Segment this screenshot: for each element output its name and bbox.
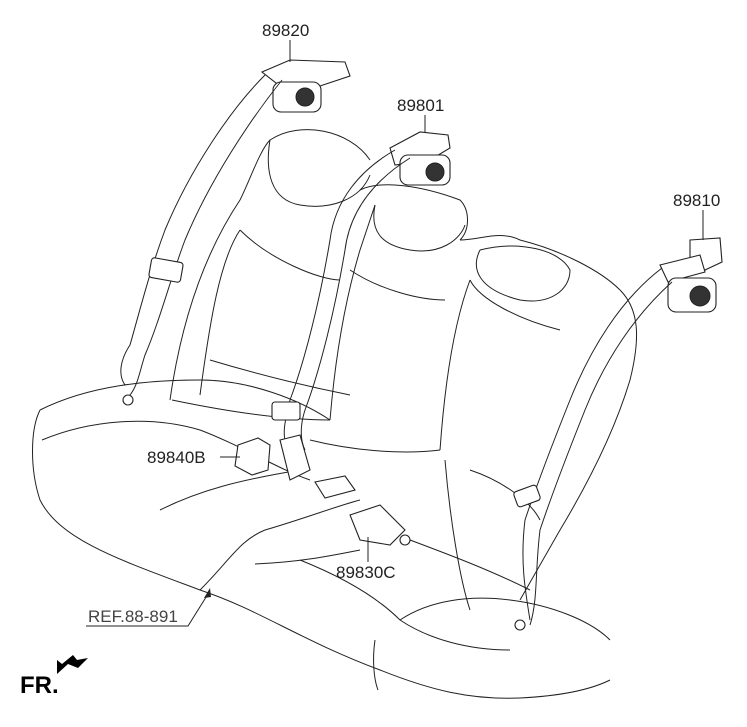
front-direction-label: FR. [20, 672, 59, 699]
part-label-89801: 89801 [397, 96, 445, 115]
reference-label: REF.88-891 [88, 607, 178, 626]
seat-belt-89820 [120, 59, 351, 406]
seat-belt-89801 [271, 131, 451, 546]
part-label-89830c: 89830C [336, 563, 396, 582]
seat-cushion [32, 379, 611, 699]
arrow-icon [57, 655, 88, 674]
part-label-89820: 89820 [262, 21, 310, 40]
part-label-89810: 89810 [673, 191, 721, 210]
buckle-89840b [234, 437, 271, 476]
seat-belt-89810 [513, 237, 723, 631]
seatback [169, 129, 638, 611]
reference-arrow-icon [204, 588, 211, 598]
leader-lines [86, 40, 704, 627]
part-label-89840b: 89840B [147, 448, 206, 467]
